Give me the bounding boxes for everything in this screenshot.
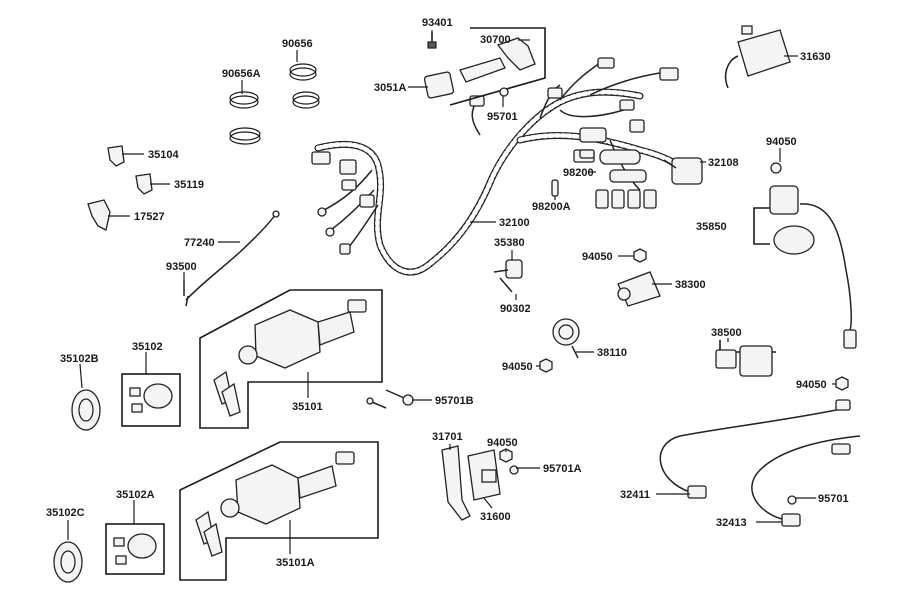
cdi-unit-31630 xyxy=(724,25,791,89)
clamp-rings-90656 xyxy=(229,63,320,145)
label-35380: 35380 xyxy=(494,237,525,249)
relay-38500 xyxy=(715,340,776,377)
clip-35119 xyxy=(135,173,153,195)
plug-cap-assembly-30700 xyxy=(423,27,546,106)
label-77240: 77240 xyxy=(184,237,215,249)
leader-lines xyxy=(67,30,836,554)
wire-harness-32100 xyxy=(311,57,696,276)
lock-set-35102A xyxy=(105,523,165,575)
ignition-switch-35101A xyxy=(179,441,379,581)
regulator-31600 xyxy=(467,449,501,501)
label-90302: 90302 xyxy=(500,303,531,315)
label-95701-br: 95701 xyxy=(818,493,849,505)
label-32108: 32108 xyxy=(708,157,739,169)
bolt-95701-br xyxy=(787,495,797,505)
label-31600: 31600 xyxy=(480,511,511,523)
battery-cable-32411 xyxy=(659,399,851,499)
bracket-31701 xyxy=(441,445,471,521)
seal-ring-35102C xyxy=(53,541,83,583)
screw-90302 xyxy=(499,277,513,293)
nut-94050-c xyxy=(539,358,553,373)
label-35101A: 35101A xyxy=(276,557,315,569)
label-30700: 30700 xyxy=(480,34,511,46)
fuse-98200 xyxy=(579,149,595,159)
switch-35380 xyxy=(493,259,523,279)
label-32413: 32413 xyxy=(716,517,747,529)
ignition-coil-32108 xyxy=(663,157,703,185)
bolt-95701-top xyxy=(499,87,509,97)
label-95701-top: 95701 xyxy=(487,111,518,123)
horn-38110 xyxy=(552,318,580,359)
bolt-95701B xyxy=(366,389,414,409)
label-31630: 31630 xyxy=(800,51,831,63)
nut-94050-d xyxy=(835,376,849,391)
label-35102C: 35102C xyxy=(46,507,85,519)
seal-ring-35102B xyxy=(71,389,101,431)
nut-94050-a xyxy=(770,162,782,174)
label-93500: 93500 xyxy=(166,261,197,273)
starter-relay-35850 xyxy=(753,185,857,349)
label-94050-b: 94050 xyxy=(582,251,613,263)
label-35119: 35119 xyxy=(174,179,204,191)
label-31701: 31701 xyxy=(432,431,463,443)
label-98200A: 98200A xyxy=(532,201,571,213)
label-35102: 35102 xyxy=(132,341,163,353)
label-98200: 98200 xyxy=(563,167,594,179)
label-35102B: 35102B xyxy=(60,353,99,365)
label-93401: 93401 xyxy=(422,17,453,29)
ignition-switch-35101 xyxy=(199,289,383,429)
label-94050-c: 94050 xyxy=(502,361,533,373)
label-38300: 38300 xyxy=(675,279,706,291)
clip-17527 xyxy=(87,199,111,231)
label-95701A: 95701A xyxy=(543,463,582,475)
label-94050-d: 94050 xyxy=(796,379,827,391)
label-94050-a: 94050 xyxy=(766,136,797,148)
label-38110: 38110 xyxy=(597,347,627,359)
label-94050-e: 94050 xyxy=(487,437,518,449)
battery-cable-32413 xyxy=(751,435,861,527)
label-35104: 35104 xyxy=(148,149,179,161)
label-95701B: 95701B xyxy=(435,395,474,407)
label-3051A: 3051A xyxy=(374,82,406,94)
label-38500: 38500 xyxy=(711,327,742,339)
label-35101: 35101 xyxy=(292,401,323,413)
label-90656: 90656 xyxy=(282,38,313,50)
label-17527: 17527 xyxy=(134,211,165,223)
clip-35104 xyxy=(107,145,125,167)
nut-94050-b xyxy=(633,248,647,263)
label-32411: 32411 xyxy=(620,489,650,501)
fuse-98200A xyxy=(551,179,559,197)
nut-94050-e xyxy=(499,448,513,463)
lock-set-35102 xyxy=(121,373,181,427)
label-35102A: 35102A xyxy=(116,489,155,501)
cable-77240 xyxy=(185,210,280,307)
bolt-95701A xyxy=(509,465,519,475)
label-35850: 35850 xyxy=(696,221,727,233)
flasher-38300 xyxy=(617,271,661,307)
part-labels: 93401 30700 3051A 95701 90656 90656A 351… xyxy=(46,17,849,569)
label-90656A: 90656A xyxy=(222,68,261,80)
label-32100: 32100 xyxy=(499,217,530,229)
